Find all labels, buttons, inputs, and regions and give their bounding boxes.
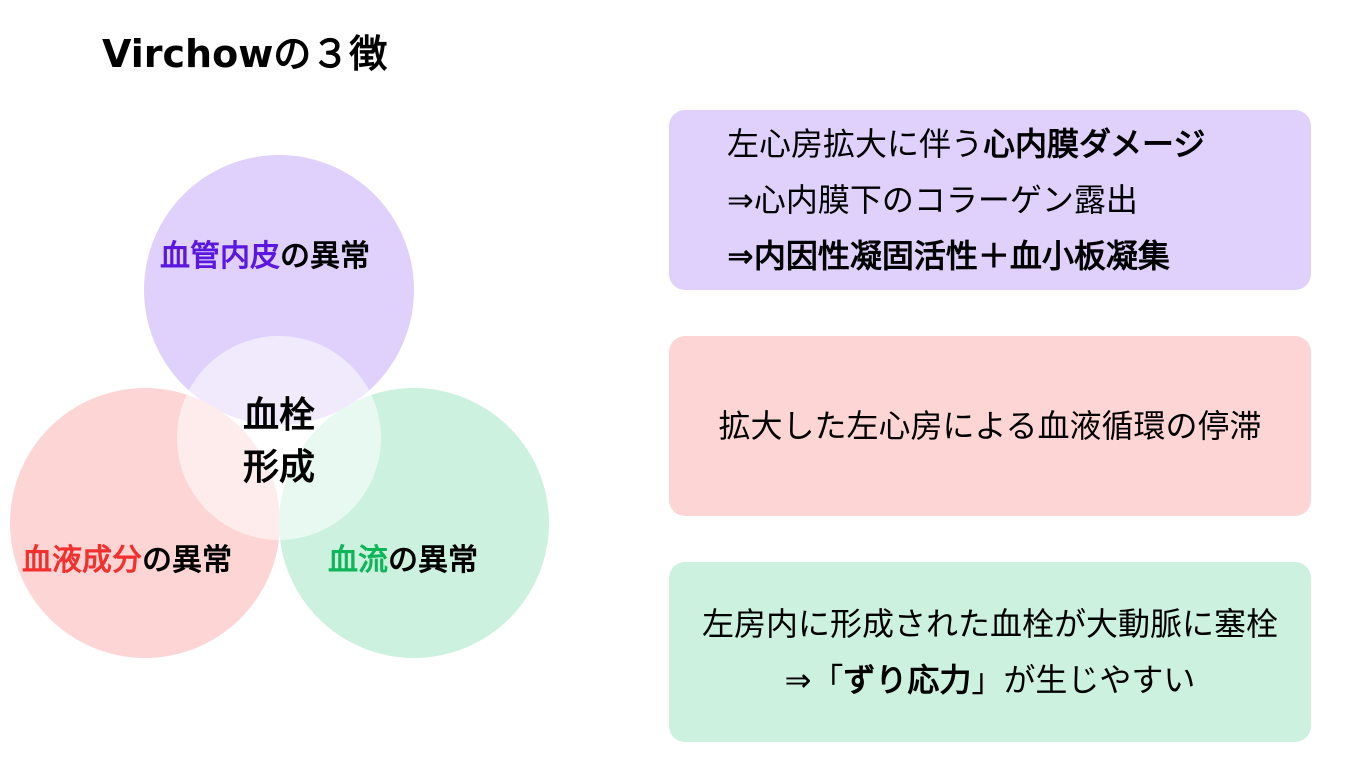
box-embolism-line2-prefix: ⇒「: [784, 661, 844, 699]
label-blood-flow: 血流の異常: [328, 541, 478, 581]
label-endothelium-accent: 血管内皮: [160, 239, 280, 274]
slide-title: Virchowの３徴: [102, 32, 388, 76]
box-endothelial-line1-normal: 左心房拡大に伴う: [727, 125, 984, 163]
box-embolism: 左房内に形成された血栓が大動脈に塞栓 ⇒「ずり応力」が生じやすい: [669, 562, 1311, 742]
label-thrombus-formation: 血栓 形成: [229, 390, 329, 494]
label-blood-components-rest: の異常: [142, 543, 232, 578]
box-endothelial-damage: 左心房拡大に伴う心内膜ダメージ ⇒心内膜下のコラーゲン露出 ⇒内因性凝固活性＋血…: [669, 110, 1311, 290]
box-embolism-line2: ⇒「ずり応力」が生じやすい: [785, 652, 1196, 708]
box-endothelial-line1-bold: 心内膜ダメージ: [983, 125, 1206, 163]
label-endothelium-rest: の異常: [280, 239, 370, 274]
label-blood-flow-rest: の異常: [388, 543, 478, 578]
label-blood-components: 血液成分の異常: [22, 541, 232, 581]
box-endothelial-line1: 左心房拡大に伴う心内膜ダメージ: [727, 116, 1205, 172]
label-blood-flow-accent: 血流: [328, 543, 388, 578]
box-blood-stasis-line1: 拡大した左心房による血液循環の停滞: [718, 407, 1262, 445]
label-thrombus-line2: 形成: [242, 447, 315, 488]
label-blood-components-accent: 血液成分: [22, 543, 142, 578]
box-endothelial-line2: ⇒心内膜下のコラーゲン露出: [727, 181, 1138, 219]
box-embolism-line1: 左房内に形成された血栓が大動脈に塞栓: [701, 605, 1278, 643]
box-embolism-line2-bold: ずり応力: [843, 661, 972, 699]
label-thrombus-line1: 血栓: [242, 395, 315, 436]
box-embolism-line2-suffix: 」が生じやすい: [971, 661, 1196, 699]
circle-thrombus-center: [177, 336, 381, 540]
box-blood-stasis: 拡大した左心房による血液循環の停滞: [669, 336, 1311, 516]
label-endothelium: 血管内皮の異常: [160, 237, 370, 277]
box-endothelial-line3: ⇒内因性凝固活性＋血小板凝集: [727, 237, 1170, 275]
